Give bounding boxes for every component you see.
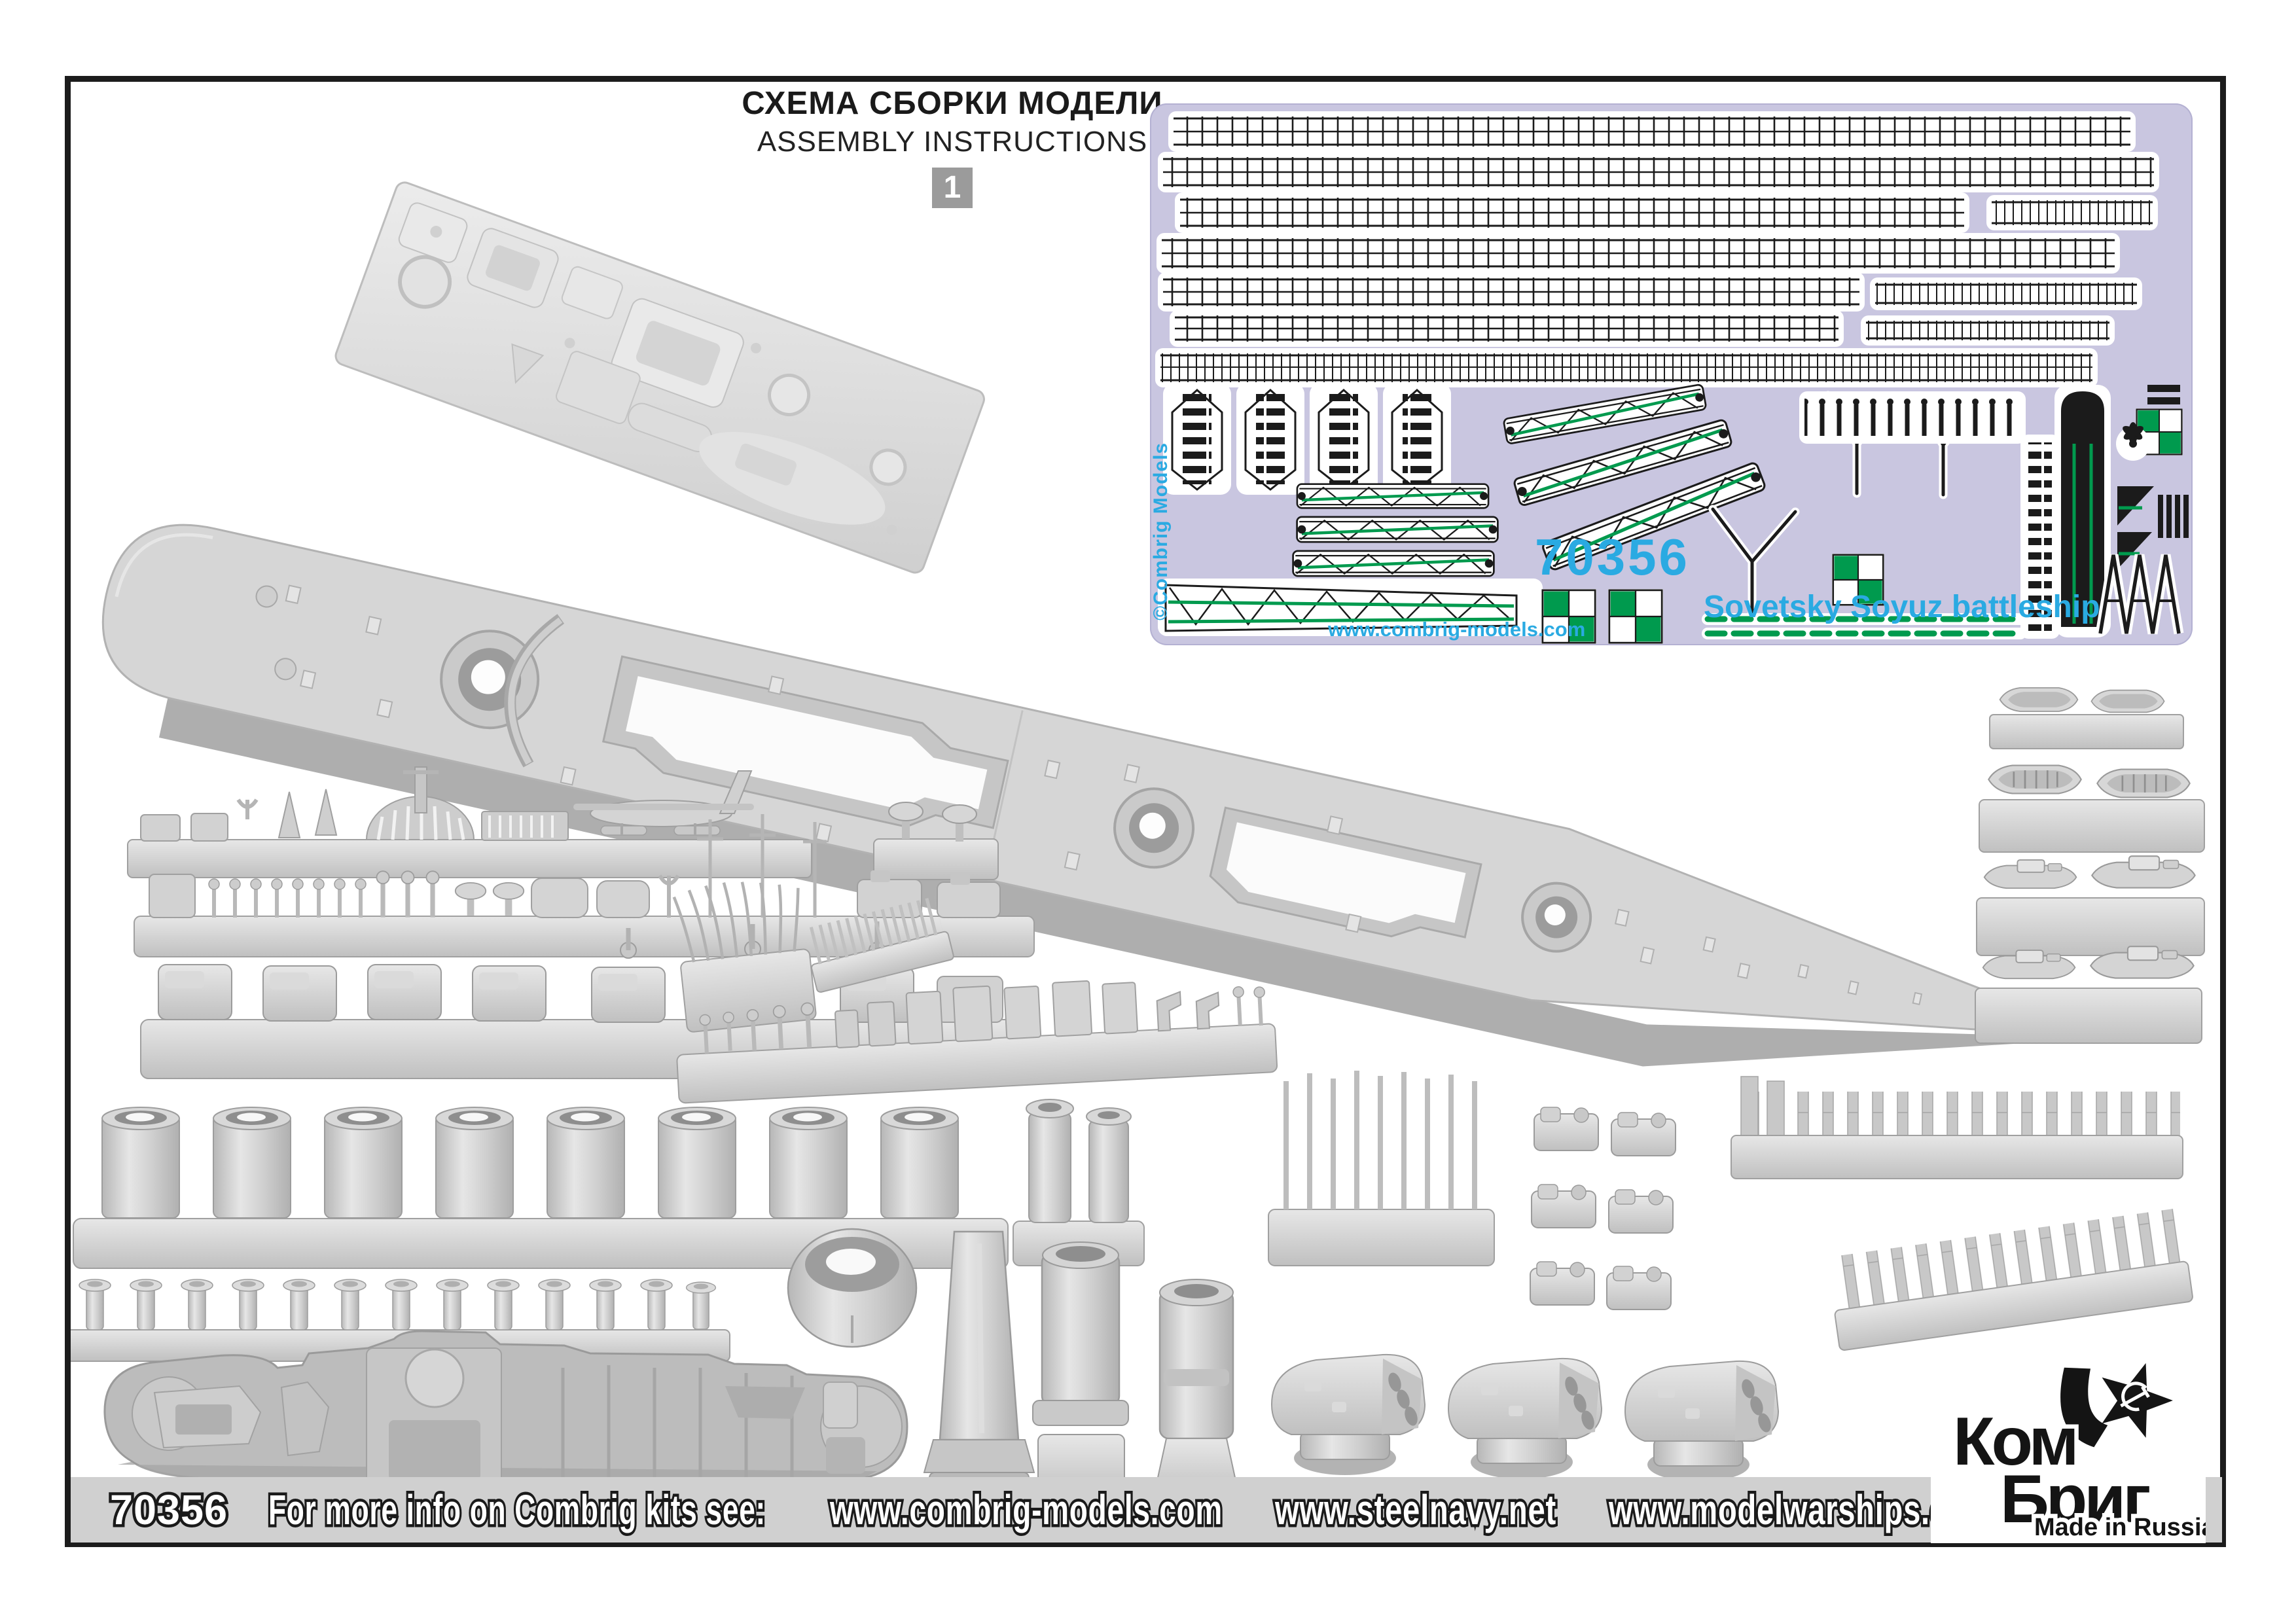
pe-stanchion-strip xyxy=(1799,391,2026,444)
footer-link-steelnavy: www.steelnavy.net xyxy=(1274,1486,1556,1533)
resin-hull-part xyxy=(101,524,2108,1067)
title-block: СХЕМА СБОРКИ МОДЕЛИ ASSEMBLY INSTRUCTION… xyxy=(733,85,1172,208)
soviet-star-icon xyxy=(2102,1363,2173,1438)
pe-davit-zigzag xyxy=(2095,554,2184,635)
logo-name-bottom: Бриг xyxy=(2000,1461,2149,1537)
footer-info-label: For more info on Combrig kits see: xyxy=(268,1486,766,1533)
footer-info-bar: 70356 For more info on Combrig kits see:… xyxy=(71,1477,2222,1543)
fret-brand-vertical: ©Combrig Models xyxy=(1150,442,1172,620)
logo-made-in: Made in Russia xyxy=(2034,1514,2206,1541)
resin-sprue-barbette-tubes xyxy=(73,1099,1145,1269)
resin-sprue-fittings-aircraft xyxy=(127,766,812,878)
kombrig-logo-panel: Ком Бриг Made in Russia xyxy=(1931,1360,2220,1546)
resin-sprue-boats-1 xyxy=(1989,687,2184,749)
page-border-frame xyxy=(65,76,2226,1547)
photo-etch-fret: 70356 Sovetsky Soyuz battleship www.comb… xyxy=(1150,103,2193,645)
pe-right-section xyxy=(2020,385,2189,639)
photo-etch-fret-art xyxy=(1155,111,2189,644)
resin-sprue-comb-1 xyxy=(1731,1076,2183,1179)
resin-sprue-comb-2 xyxy=(1832,1208,2193,1351)
resin-lower-superstructure-part xyxy=(103,1330,908,1516)
step-number-badge: 1 xyxy=(932,168,973,208)
pe-propeller xyxy=(2116,422,2150,461)
pe-inclined-ladders xyxy=(1163,383,1451,495)
fret-kit-number: 70356 xyxy=(1535,528,1690,586)
pe-crane-booms xyxy=(1158,484,1543,636)
logo-name-top: Ком xyxy=(1953,1404,2076,1480)
page-title-russian: СХЕМА СБОРКИ МОДЕЛИ xyxy=(742,86,1163,121)
resin-sprue-two-vents xyxy=(873,802,999,880)
resin-sprue-boats-4 xyxy=(1975,946,2202,1044)
resin-sprue-small-comb xyxy=(806,896,954,993)
pe-railing-strips xyxy=(1155,111,2159,387)
resin-funnel-ring-part xyxy=(787,1228,918,1348)
footer-kit-number: 70356 xyxy=(110,1486,228,1533)
footer-link-combrig: www.combrig-models.com xyxy=(829,1486,1223,1533)
resin-sprue-gun-barrels xyxy=(1268,1071,1495,1266)
resin-sprue-boats-2 xyxy=(1979,766,2205,853)
resin-sprue-long-fittings xyxy=(676,980,1278,1104)
kombrig-flag-icon xyxy=(2060,1367,2108,1448)
page-title-english: ASSEMBLY INSTRUCTIONS xyxy=(757,126,1148,158)
resin-sprue-boats-3 xyxy=(1976,855,2205,956)
pe-anchor-chains xyxy=(1702,613,2026,639)
fret-website: www.combrig-models.com xyxy=(1328,618,1586,641)
resin-sprue-small-fittings xyxy=(134,814,1035,957)
resin-superstructure-deck-slab xyxy=(334,181,985,574)
fret-ship-name: Sovetsky Soyuz battleship xyxy=(1704,590,2100,624)
